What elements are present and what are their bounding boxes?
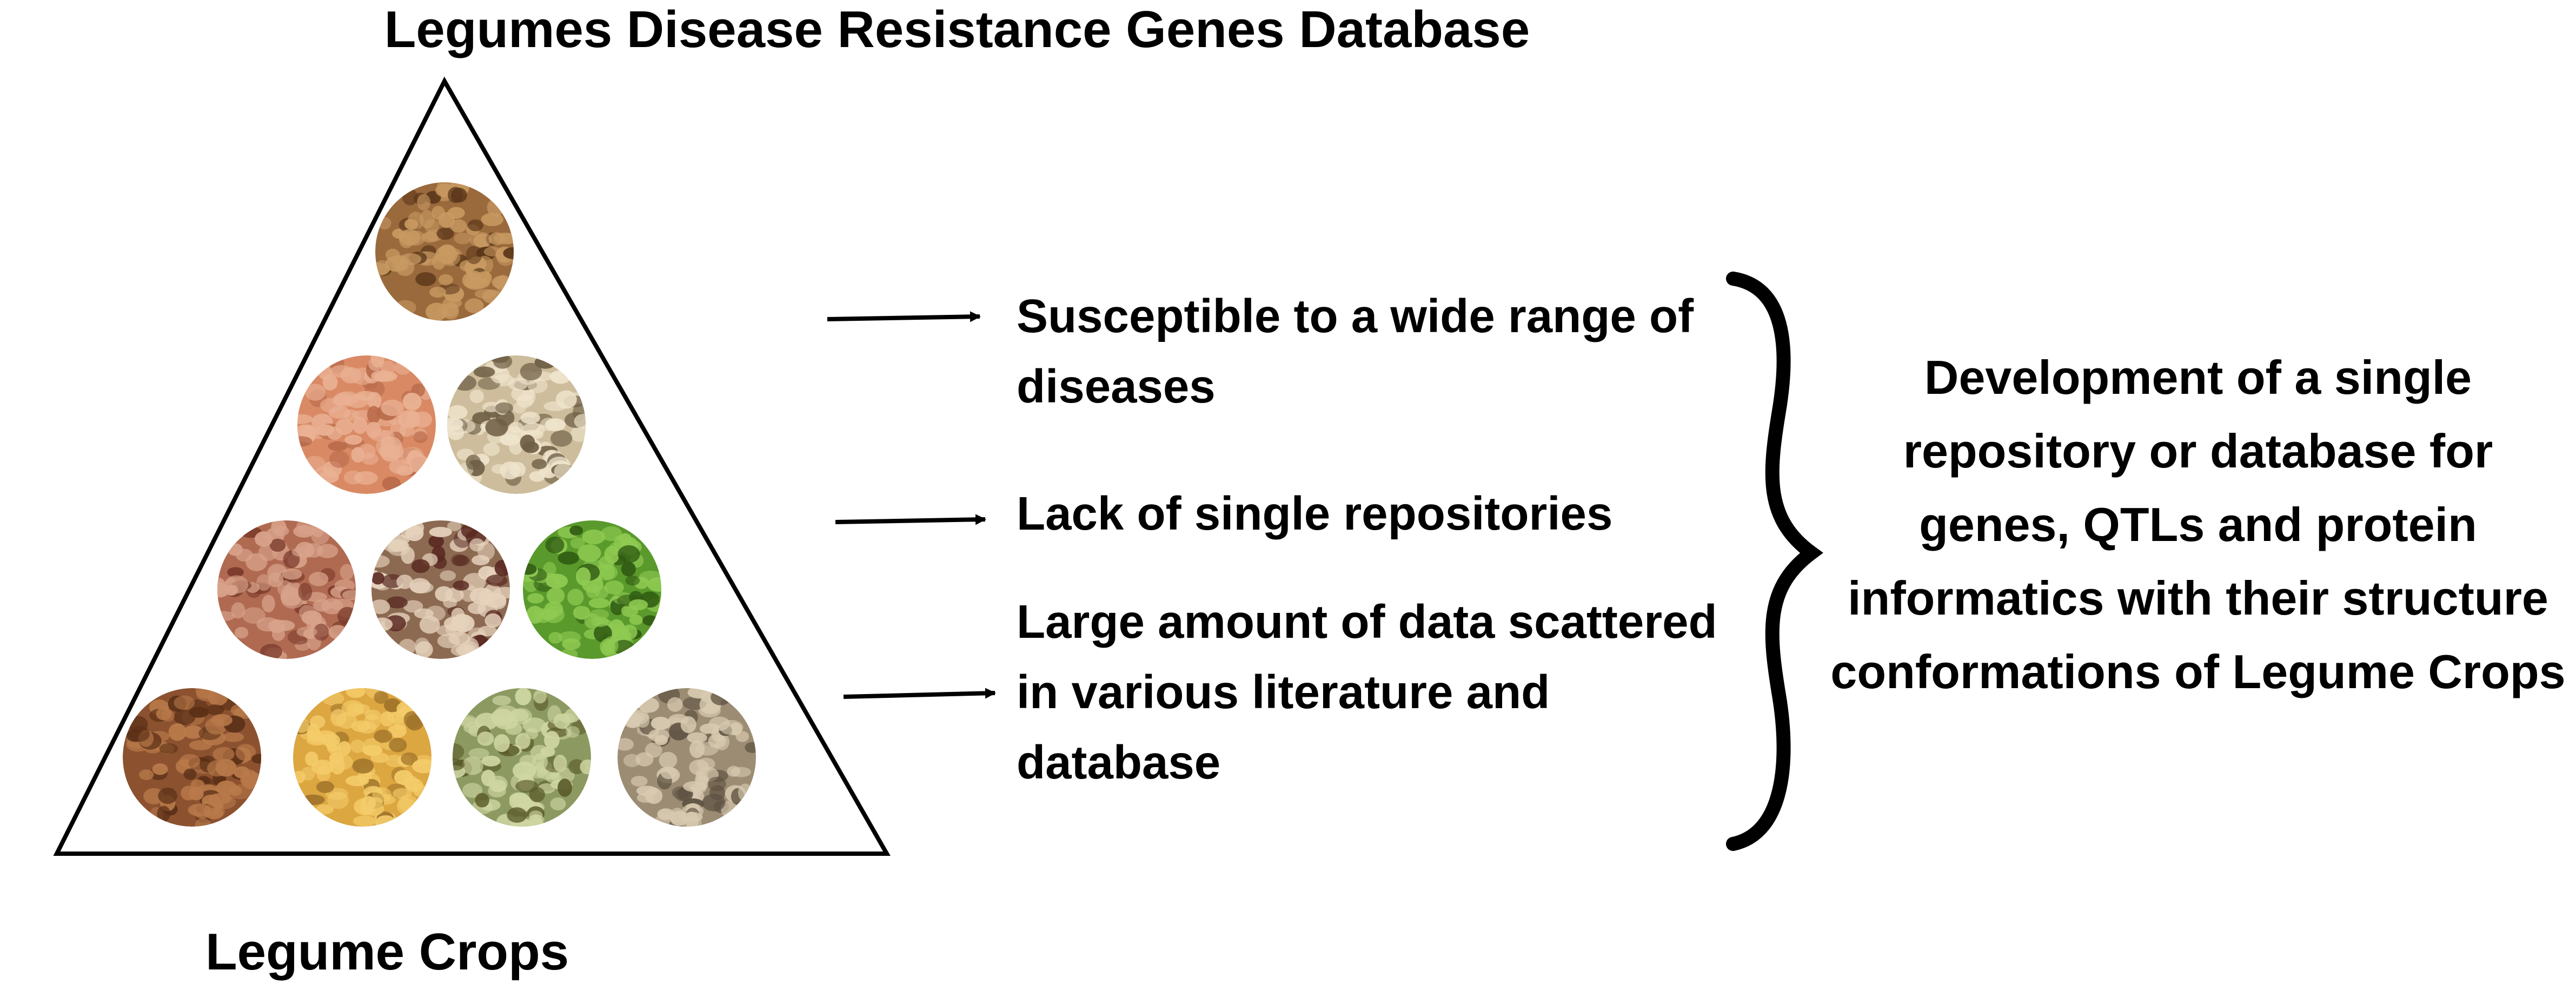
outcome-text: Development of a single repository or da…	[1830, 351, 2566, 698]
seed-image-chickpeas	[618, 688, 756, 827]
seed-image-brown-peas	[123, 688, 261, 827]
arrow-3	[843, 688, 996, 699]
seed-image-mixed-beans	[371, 520, 510, 659]
curly-brace	[1726, 272, 1823, 851]
seed-image-green-lentils	[453, 688, 591, 827]
seed-image-red-lentils	[297, 355, 436, 494]
issue-text-scattered-data: Large amount of data scattered in variou…	[1017, 596, 1717, 789]
seed-image-green-peas	[523, 520, 661, 659]
arrow-1	[827, 311, 981, 322]
seed-image-soybeans	[293, 688, 431, 827]
arrow-2	[835, 514, 986, 525]
issue-text-no-repository: Lack of single repositories	[1017, 487, 1613, 540]
seed-image-brown-round-seeds	[375, 182, 514, 321]
issue-text-susceptibility: Susceptible to a wide range of diseases	[1017, 290, 1694, 413]
pyramid-label: Legume Crops	[205, 923, 569, 981]
seed-image-red-small-seeds	[217, 520, 356, 659]
diagram-title: Legumes Disease Resistance Genes Databas…	[384, 1, 1530, 58]
